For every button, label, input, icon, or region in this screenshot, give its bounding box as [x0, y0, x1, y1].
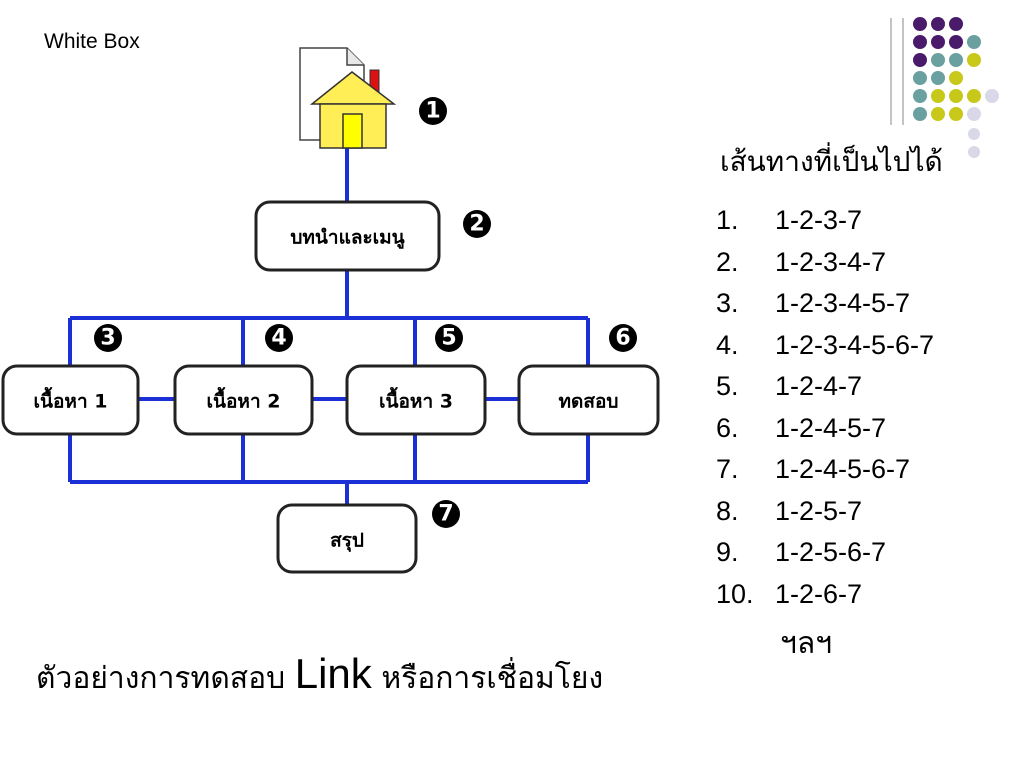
list-item: 4. 1-2-3-4-5-6-7	[716, 325, 934, 367]
marker-5-number: 5	[441, 326, 456, 351]
list-item: 2. 1-2-3-4-7	[716, 242, 934, 284]
path-number: 9.	[716, 537, 739, 567]
marker-2-number: 2	[469, 212, 484, 237]
path-value: 1-2-4-5-7	[775, 412, 887, 443]
node-content-2-label: เนื้อหา 2	[207, 387, 281, 413]
path-value: 1-2-5-6-7	[775, 537, 887, 567]
path-value: 1-2-3-4-5-6-7	[775, 329, 935, 360]
list-item: 9. 1-2-5-6-7	[716, 532, 934, 574]
path-value: 1-2-3-4-7	[775, 246, 887, 277]
marker-6: 6	[609, 324, 637, 352]
node-test-label: ทดสอบ	[559, 391, 619, 413]
node-test: ทดสอบ	[517, 364, 660, 436]
caption-after: หรือการเชื่อมโยง	[381, 661, 604, 696]
home-page-icon	[299, 47, 397, 149]
marker-4-number: 4	[271, 326, 286, 351]
path-value: 1-2-4-5-6-7	[775, 454, 911, 484]
path-value: 1-2-6-7	[775, 578, 863, 609]
node-intro: บทนำและเมนู	[254, 200, 441, 272]
path-value: 1-2-3-4-5-7	[775, 288, 911, 318]
slide-corner-label: White Box	[44, 30, 140, 53]
marker-2: 2	[463, 210, 491, 238]
list-item: 8. 1-2-5-7	[716, 491, 934, 533]
node-intro-label: บทนำและเมนู	[290, 227, 404, 250]
node-summary-label: สรุป	[330, 530, 364, 553]
list-item: 5. 1-2-4-7	[716, 366, 934, 408]
path-number: 10.	[716, 578, 754, 609]
path-value: 1-2-4-7	[775, 371, 863, 401]
path-value: 1-2-5-7	[775, 495, 863, 526]
marker-4: 4	[265, 324, 293, 352]
node-content-2: เนื้อหา 2	[173, 364, 314, 436]
marker-5: 5	[435, 324, 463, 352]
path-number: 1.	[716, 205, 739, 235]
caption-before: ตัวอย่างการทดสอบ	[36, 661, 286, 696]
marker-7-number: 7	[438, 502, 453, 527]
path-number: 7.	[716, 454, 739, 484]
path-number: 2.	[716, 246, 739, 277]
node-content-3: เนื้อหา 3	[345, 364, 487, 436]
marker-6-number: 6	[615, 326, 630, 351]
marker-1-number: 1	[425, 99, 440, 124]
node-content-1-label: เนื้อหา 1	[34, 387, 108, 413]
path-value: 1-2-3-7	[775, 205, 863, 235]
list-item: 7. 1-2-4-5-6-7	[716, 449, 934, 491]
etc-text: ฯลฯ	[780, 626, 833, 661]
decorative-dots	[890, 17, 999, 158]
path-number: 6.	[716, 412, 739, 443]
marker-3-number: 3	[100, 326, 115, 351]
list-item: 1. 1-2-3-7	[716, 200, 934, 242]
marker-7: 7	[432, 500, 460, 528]
marker-3: 3	[94, 324, 122, 352]
list-item: 3. 1-2-3-4-5-7	[716, 283, 934, 325]
node-content-1: เนื้อหา 1	[1, 364, 140, 436]
marker-1: 1	[419, 97, 447, 125]
node-summary: สรุป	[276, 503, 418, 574]
list-item: 10. 1-2-6-7	[716, 574, 934, 616]
path-number: 3.	[716, 288, 739, 318]
slide-caption: ตัวอย่างการทดสอบ Link หรือการเชื่อมโยง	[36, 650, 603, 702]
paths-title: เส้นทางที่เป็นไปได้	[720, 145, 943, 178]
list-item: 6. 1-2-4-5-7	[716, 408, 934, 450]
node-content-3-label: เนื้อหา 3	[379, 387, 453, 413]
path-number: 4.	[716, 329, 739, 360]
paths-list: 1. 1-2-3-7 2. 1-2-3-4-7 3. 1-2-3-4-5-7 4. 1-…	[716, 200, 934, 615]
path-number: 5.	[716, 371, 739, 401]
connector-lines	[68, 140, 590, 505]
caption-link-word: Link	[294, 650, 372, 697]
path-number: 8.	[716, 495, 739, 526]
